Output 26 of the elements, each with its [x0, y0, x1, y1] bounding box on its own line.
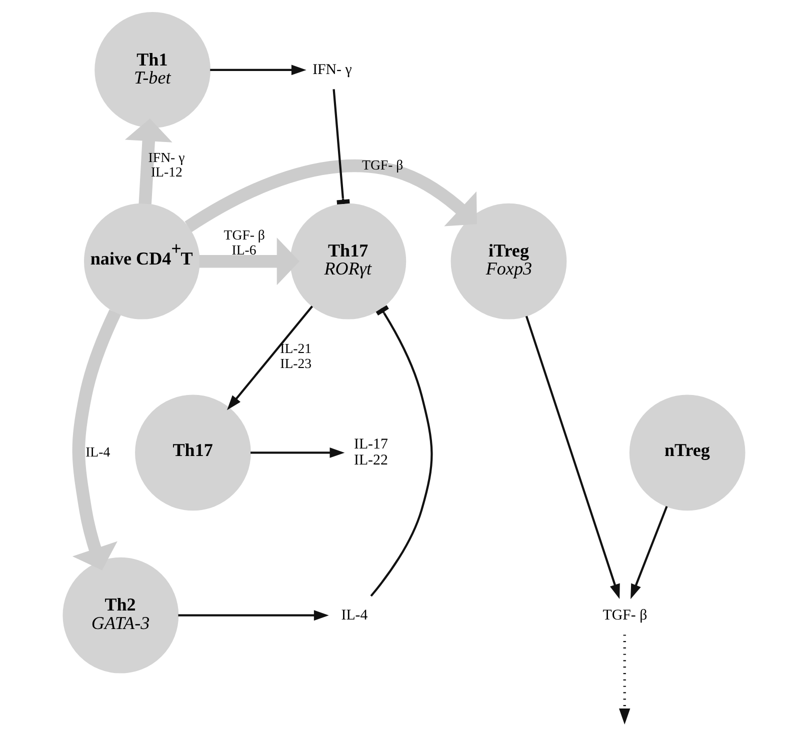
- edge-label: IL-4: [86, 444, 110, 460]
- arrow: [184, 160, 477, 232]
- node-text: IL-17 IL-22: [354, 436, 388, 469]
- arrow: [178, 610, 329, 621]
- arrow: [124, 118, 172, 204]
- node-circle: Th1 T-bet: [94, 12, 210, 128]
- node-text: IL-4: [341, 607, 368, 624]
- node-text: TGF- β: [602, 607, 648, 624]
- arrow: [72, 310, 121, 570]
- arrow: [250, 447, 345, 458]
- edge-label: IL-21 IL-23: [280, 341, 312, 372]
- arrow: [210, 64, 306, 76]
- arrow: [619, 634, 630, 724]
- node-circle: Th2 GATA-3: [62, 557, 179, 674]
- arrow: [199, 238, 300, 286]
- arrow: [630, 506, 668, 600]
- edge-label: TGF- β IL-6: [224, 227, 265, 258]
- node-text: IFN- γ: [312, 62, 352, 78]
- connector: [370, 305, 433, 597]
- arrow: [525, 316, 620, 600]
- edge-label: TGF- β: [362, 157, 404, 172]
- edge-label: IFN- γ IL-12: [148, 150, 185, 180]
- node-circle: nTreg: [629, 394, 746, 511]
- node-circle: iTreg Foxp3: [450, 203, 567, 320]
- arrow: [227, 306, 313, 410]
- node-circle: Th17 RORγt: [290, 203, 406, 320]
